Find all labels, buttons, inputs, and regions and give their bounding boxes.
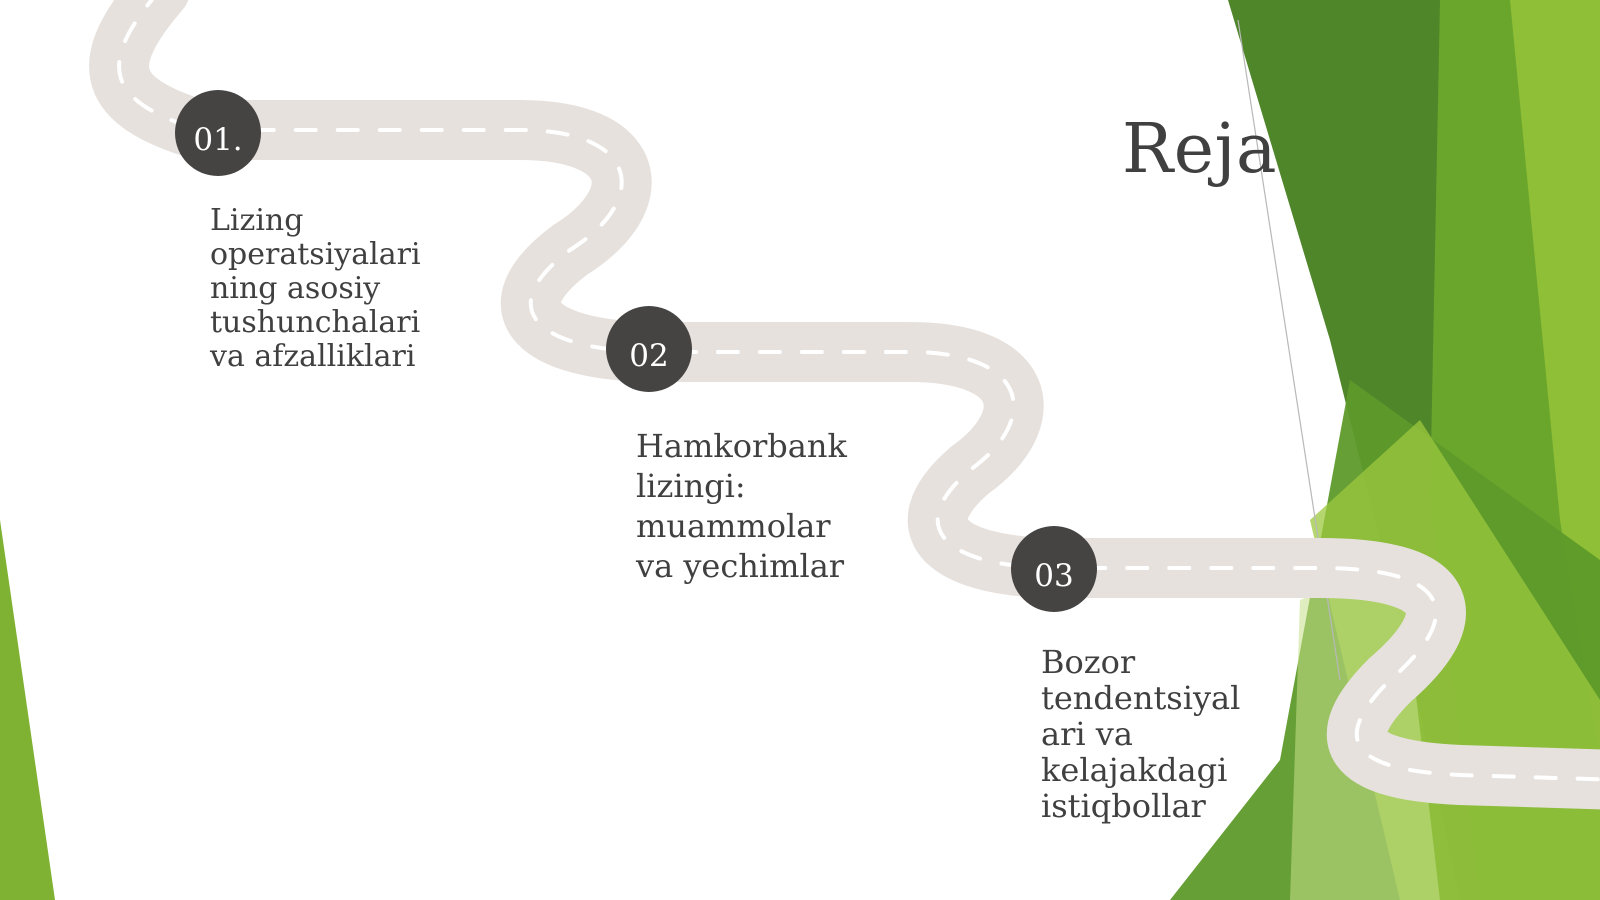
step-number-3: 03: [1034, 558, 1074, 594]
step-number-2: 02: [629, 338, 669, 374]
step-marker-2: 02: [606, 306, 692, 392]
step-text-2: Hamkorbank lizingi: muammolar va yechiml…: [636, 427, 847, 585]
slide-title: Reja: [1122, 110, 1278, 189]
step-number-1: 01.: [193, 122, 243, 158]
step-text-3: Bozor tendentsiyal ari va kelajakdagi is…: [1041, 643, 1241, 825]
green-panel-left: [0, 520, 55, 900]
step-marker-3: 03: [1011, 526, 1097, 612]
road-center-dashes: [117, 0, 1600, 782]
step-text-1: Lizing operatsiyalari ning asosiy tushun…: [210, 203, 421, 374]
step-marker-1: 01.: [175, 90, 261, 176]
